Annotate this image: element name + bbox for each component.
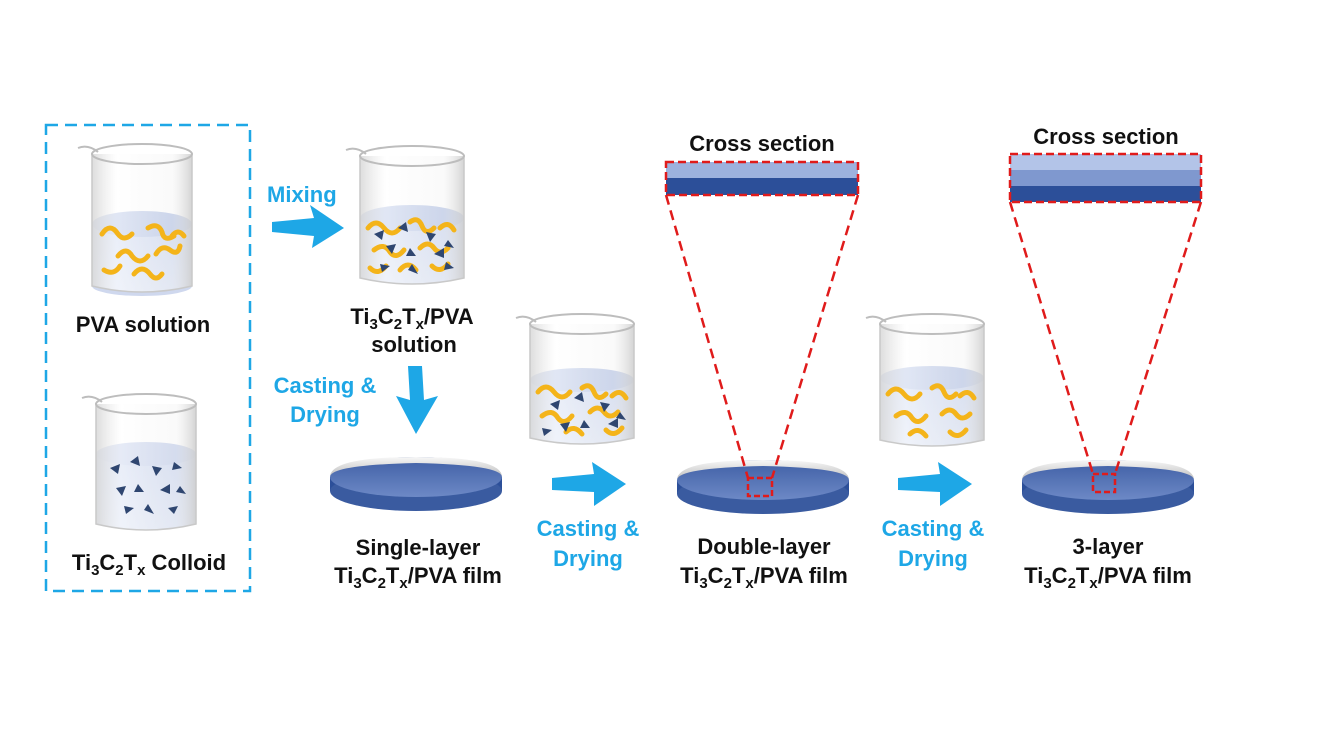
beaker-icon (345, 145, 465, 285)
beaker-icon (515, 313, 635, 445)
cross-section-label-1: Cross section (689, 131, 835, 156)
cast-label-1a: Casting & (274, 373, 377, 398)
mxene-flake-icon (110, 456, 186, 514)
zoom-marker (1091, 472, 1117, 494)
pva-chain-icon (99, 223, 187, 281)
petri-dish-icon (1022, 460, 1194, 514)
mixing-label: Mixing (267, 182, 337, 207)
zoom-marker (746, 476, 774, 498)
arrow-right-icon (898, 462, 972, 506)
zoom-line-left (664, 194, 750, 479)
cast-label-2a: Casting & (537, 516, 640, 541)
cross-section-triple (1008, 152, 1203, 204)
cross-section-label-2: Cross section (1033, 124, 1179, 149)
cast-label-3a: Casting & (882, 516, 985, 541)
triple-label-line1: 3-layer (1073, 534, 1144, 559)
arrow-right-icon (272, 205, 344, 248)
single-label-line1: Single-layer (356, 535, 481, 560)
pva-solution-label: PVA solution (76, 312, 210, 337)
zoom-line-right (1113, 201, 1203, 475)
mix-solution-label-line2: solution (371, 332, 457, 357)
beaker-icon (81, 393, 197, 531)
zoom-line-right (770, 194, 860, 479)
petri-dish-icon (677, 460, 849, 514)
pva-chain-icon (885, 383, 977, 439)
arrow-right-icon (552, 462, 626, 506)
cast-label-3b: Drying (898, 546, 968, 571)
mxene-flake-icon (542, 392, 626, 436)
single-label-line2: Ti3C2Tx/PVA film (334, 563, 502, 592)
cross-section-double (664, 160, 860, 197)
arrow-down-icon (396, 366, 438, 434)
colloid-label: Ti3C2Tx Colloid (72, 550, 226, 579)
cast-label-1b: Drying (290, 402, 360, 427)
group-box (44, 123, 252, 593)
zoom-line-left (1008, 201, 1095, 475)
beaker-icon (865, 313, 985, 447)
petri-dish-icon (330, 457, 502, 511)
cast-label-2b: Drying (553, 546, 623, 571)
triple-label-line2: Ti3C2Tx/PVA film (1024, 563, 1192, 592)
double-label-line1: Double-layer (697, 534, 831, 559)
mxene-flake-icon (374, 222, 454, 274)
mix-solution-label-line1: Ti3C2Tx/PVA (350, 304, 473, 333)
beaker-icon (77, 143, 193, 296)
double-label-line2: Ti3C2Tx/PVA film (680, 563, 848, 592)
